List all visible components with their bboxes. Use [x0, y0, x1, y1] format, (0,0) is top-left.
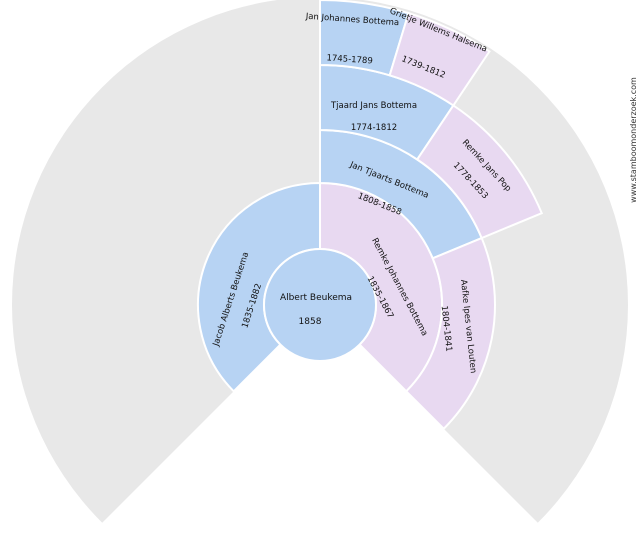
root-person-name: Albert Beukema [280, 293, 352, 303]
segment-mm[interactable] [404, 236, 496, 431]
segment-mfm[interactable] [415, 104, 544, 240]
mff-years: 1774-1812 [351, 123, 397, 133]
segment-mffm[interactable] [388, 11, 491, 107]
root-person-circle[interactable] [263, 248, 377, 362]
mm-years: 1804-1841 [439, 305, 454, 352]
watermark-text: www.stamboomonderzoek.com [629, 77, 638, 203]
mfff-years: 1745-1789 [326, 53, 373, 66]
root-person-years: 1858 [299, 317, 322, 327]
label-mff: Tjaard Jans Bottema 1774-1812 [330, 101, 417, 133]
mff-name: Tjaard Jans Bottema [330, 101, 417, 111]
